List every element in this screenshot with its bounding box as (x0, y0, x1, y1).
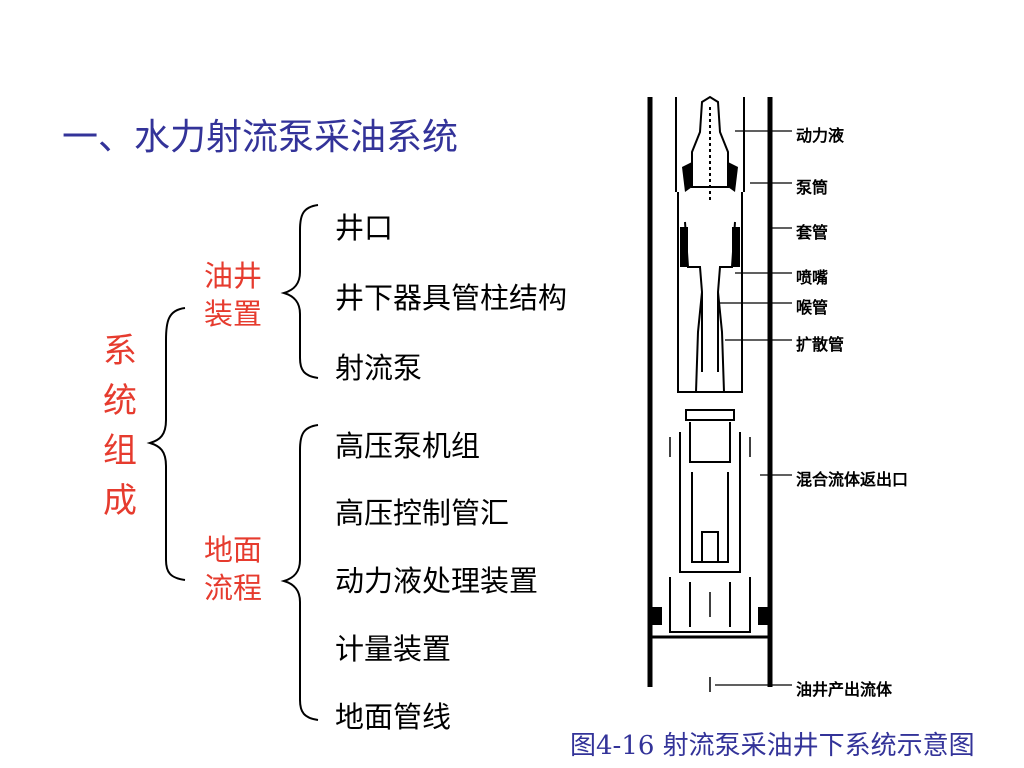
list-item: 井口 (335, 211, 394, 245)
diagram-label: 混合流体返出口 (796, 470, 909, 489)
diagram-label: 喉管 (796, 298, 829, 317)
diagram-label: 喷嘴 (796, 268, 829, 287)
list-item: 计量装置 (335, 632, 452, 666)
list-item: 动力液处理装置 (335, 564, 539, 598)
group-surface-label: 地面 流程 (198, 531, 268, 607)
page-title: 一、水力射流泵采油系统 (62, 117, 459, 158)
group2-brace (280, 424, 319, 721)
jet-pump-diagram (647, 95, 773, 692)
list-item: 高压泵机组 (335, 429, 481, 463)
system-label-char: 组 (103, 431, 137, 471)
list-item: 井下器具管柱结构 (335, 281, 568, 315)
group2-line2: 流程 (203, 571, 262, 605)
group2-line1: 地面 (203, 533, 262, 567)
system-label-char: 系 (103, 331, 137, 371)
diagram-label: 扩散管 (796, 335, 845, 354)
list-item: 地面管线 (335, 700, 452, 734)
group-oil-well-label: 油井 装置 (198, 257, 268, 333)
system-brace (146, 307, 186, 581)
diagram-label: 动力液 (796, 126, 845, 145)
diagram-label: 油井产出流体 (796, 680, 893, 699)
system-label-char: 统 (103, 381, 137, 421)
diagram-label: 泵筒 (796, 178, 829, 197)
system-composition-label: 系统组成 (100, 326, 140, 526)
list-item: 高压控制管汇 (335, 496, 510, 530)
list-item: 射流泵 (335, 351, 423, 385)
system-label-char: 成 (103, 481, 137, 521)
system-label-text: 系统组成 (100, 326, 140, 526)
group1-line1: 油井 (203, 259, 262, 293)
group1-line2: 装置 (203, 297, 262, 331)
diagram-label: 套管 (796, 223, 829, 242)
figure-caption: 图4-16 射流泵采油井下系统示意图 (570, 731, 975, 761)
group1-brace (280, 204, 319, 379)
